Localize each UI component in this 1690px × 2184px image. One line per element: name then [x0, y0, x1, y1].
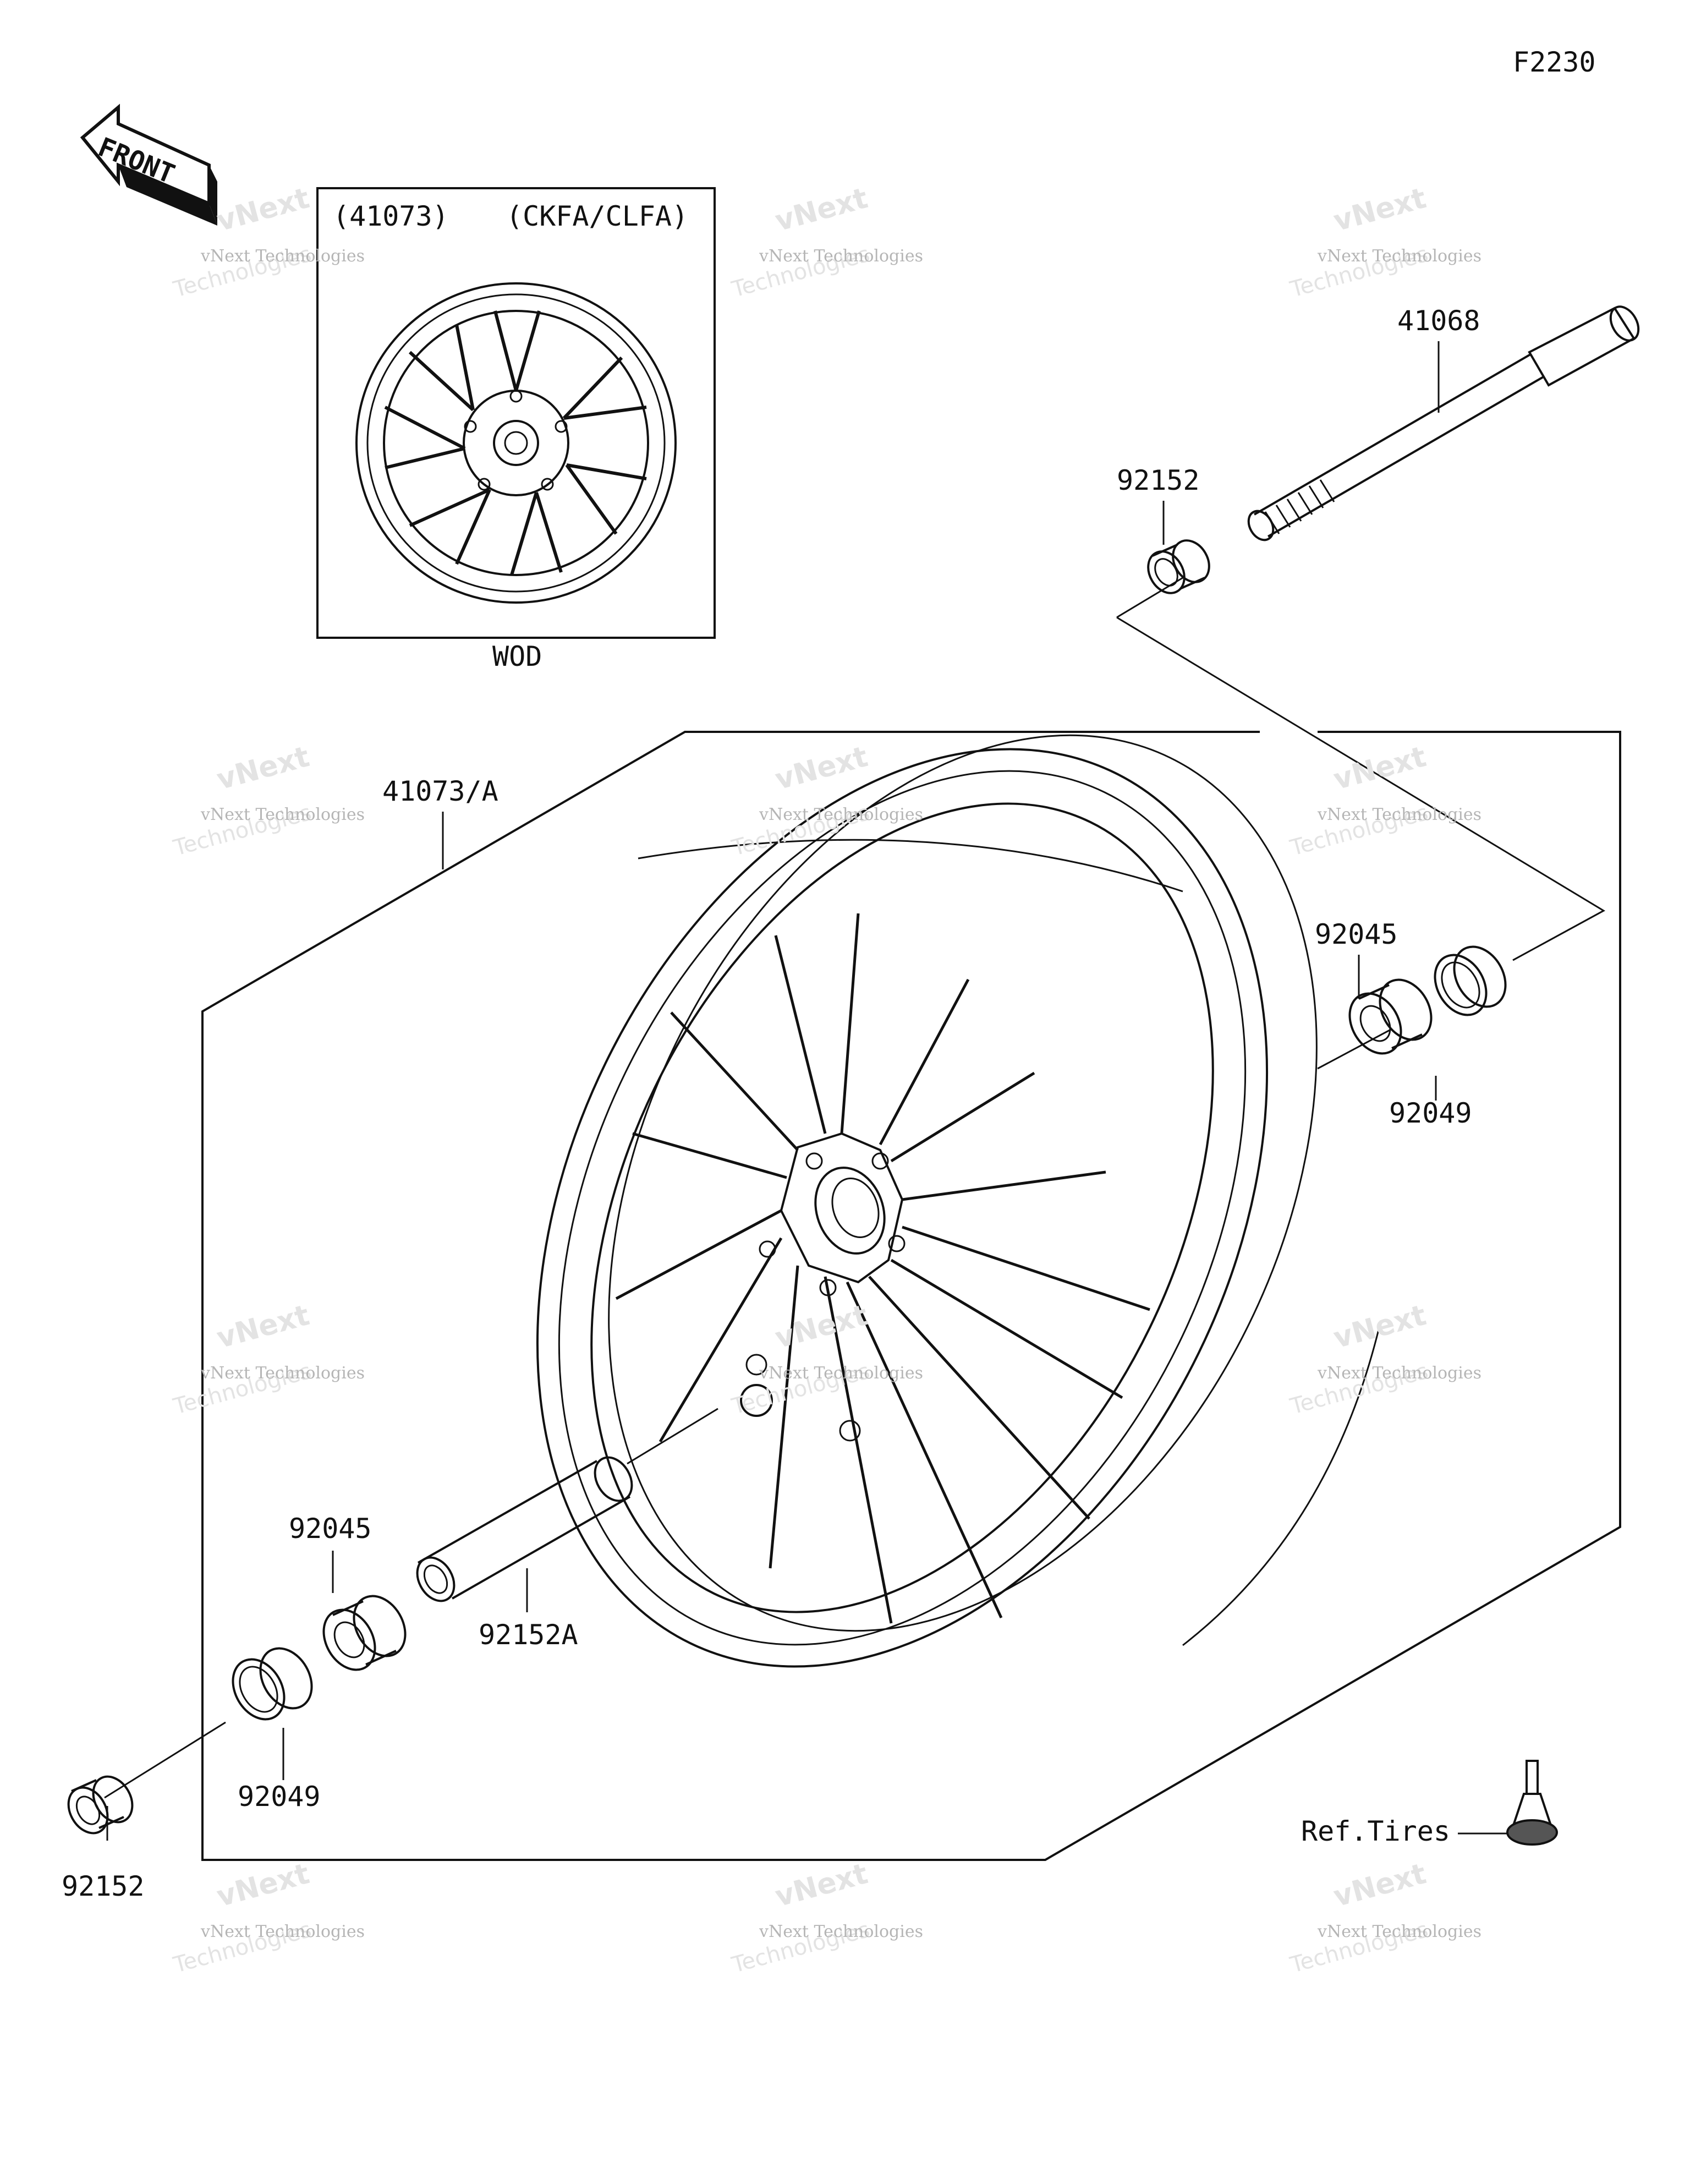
svg-text:vNext Technologies: vNext Technologies — [1317, 247, 1482, 266]
inset-wheel-illustration — [355, 282, 677, 604]
inset-caption: WOD — [492, 641, 542, 672]
callout-axle: 41068 — [1397, 305, 1480, 337]
svg-text:vNext: vNext — [772, 1857, 871, 1913]
callout-collar-left: 92152 — [62, 1870, 145, 1902]
collar-right-illustration — [1147, 539, 1210, 594]
oil-seal-right-illustration — [1434, 945, 1507, 1016]
front-arrow-icon: FRONT — [80, 103, 217, 226]
wheel-illustration — [536, 734, 1382, 1668]
callout-collar-right: 92152 — [1117, 464, 1200, 496]
svg-text:vNext Technologies: vNext Technologies — [759, 1364, 923, 1383]
svg-text:vNext: vNext — [213, 740, 313, 796]
inset-part-number: (41073) — [333, 200, 449, 232]
svg-text:vNext: vNext — [772, 1299, 871, 1355]
svg-text:vNext Technologies: vNext Technologies — [1317, 805, 1482, 824]
bearing-right-illustration — [1348, 978, 1433, 1055]
svg-text:vNext Technologies: vNext Technologies — [1317, 1364, 1482, 1383]
callout-bearing-right: 92045 — [1315, 918, 1398, 950]
svg-text:vNext Technologies: vNext Technologies — [1317, 1922, 1482, 1941]
svg-text:vNext Technologies: vNext Technologies — [200, 805, 365, 824]
svg-text:vNext: vNext — [1330, 182, 1430, 238]
oil-seal-left-illustration — [232, 1647, 313, 1721]
svg-text:vNext: vNext — [213, 182, 313, 238]
svg-text:vNext: vNext — [772, 182, 871, 238]
svg-text:vNext: vNext — [213, 1857, 313, 1913]
callout-wheel-assembly: 41073/A — [382, 775, 498, 807]
bearing-left-illustration — [322, 1595, 407, 1671]
callout-distance-collar: 92152A — [479, 1619, 578, 1651]
callout-oil-seal-left: 92049 — [238, 1781, 321, 1813]
inset-box: (41073) (CKFA/CLFA) — [316, 187, 716, 672]
svg-text:vNext Technologies: vNext Technologies — [759, 805, 923, 824]
svg-text:vNext Technologies: vNext Technologies — [759, 247, 923, 266]
svg-text:vNext: vNext — [1330, 1299, 1430, 1355]
svg-text:vNext Technologies: vNext Technologies — [200, 1922, 365, 1941]
assembly-outline — [201, 731, 1621, 1861]
callout-tire-reference: Ref.Tires — [1301, 1815, 1450, 1847]
distance-collar-illustration — [416, 1456, 633, 1602]
svg-text:vNext Technologies: vNext Technologies — [759, 1922, 923, 1941]
svg-text:vNext: vNext — [772, 740, 871, 796]
tire-valve-icon — [1506, 1760, 1558, 1846]
inset-variant-codes: (CKFA/CLFA) — [506, 200, 688, 232]
callout-bearing-left: 92045 — [289, 1513, 372, 1545]
figure-code: F2230 — [1513, 46, 1596, 78]
svg-text:vNext: vNext — [213, 1299, 313, 1355]
collar-left-illustration — [67, 1775, 134, 1835]
svg-text:vNext Technologies: vNext Technologies — [200, 247, 365, 266]
axle-illustration — [1247, 305, 1640, 541]
callout-oil-seal-right: 92049 — [1389, 1097, 1472, 1129]
svg-text:vNext: vNext — [1330, 740, 1430, 796]
svg-text:vNext Technologies: vNext Technologies — [200, 1364, 365, 1383]
svg-text:vNext: vNext — [1330, 1857, 1430, 1913]
